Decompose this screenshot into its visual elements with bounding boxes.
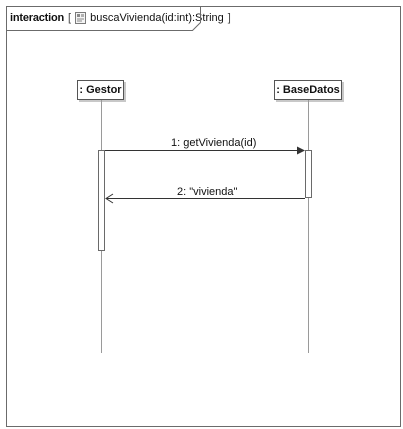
lifeline-head-gestor[interactable]: : Gestor — [77, 80, 124, 100]
frame-keyword: interaction — [10, 12, 65, 24]
frame-operation: buscaVivienda(id:int):String — [90, 12, 224, 24]
lifeline-basedatos — [308, 100, 309, 353]
message-call-arrow[interactable] — [105, 146, 305, 155]
activation-gestor[interactable] — [98, 150, 105, 251]
frame-tab: interaction [ buscaVivienda(id:int):Stri… — [6, 6, 235, 30]
activation-basedatos[interactable] — [305, 150, 312, 198]
open-bracket: [ — [68, 12, 72, 24]
message-reply-arrow[interactable] — [105, 193, 305, 204]
interaction-frame — [6, 6, 401, 427]
lifeline-head-basedatos[interactable]: : BaseDatos — [274, 80, 342, 100]
frame-tab-border — [6, 6, 201, 31]
operation-icon — [75, 12, 87, 24]
close-bracket: ] — [227, 12, 231, 24]
message-call-label: 1: getVivienda(id) — [171, 137, 257, 149]
message-reply-label: 2: "vivienda" — [177, 186, 238, 198]
lifeline-label-gestor: : Gestor — [79, 84, 122, 96]
lifeline-label-basedatos: : BaseDatos — [276, 84, 340, 96]
